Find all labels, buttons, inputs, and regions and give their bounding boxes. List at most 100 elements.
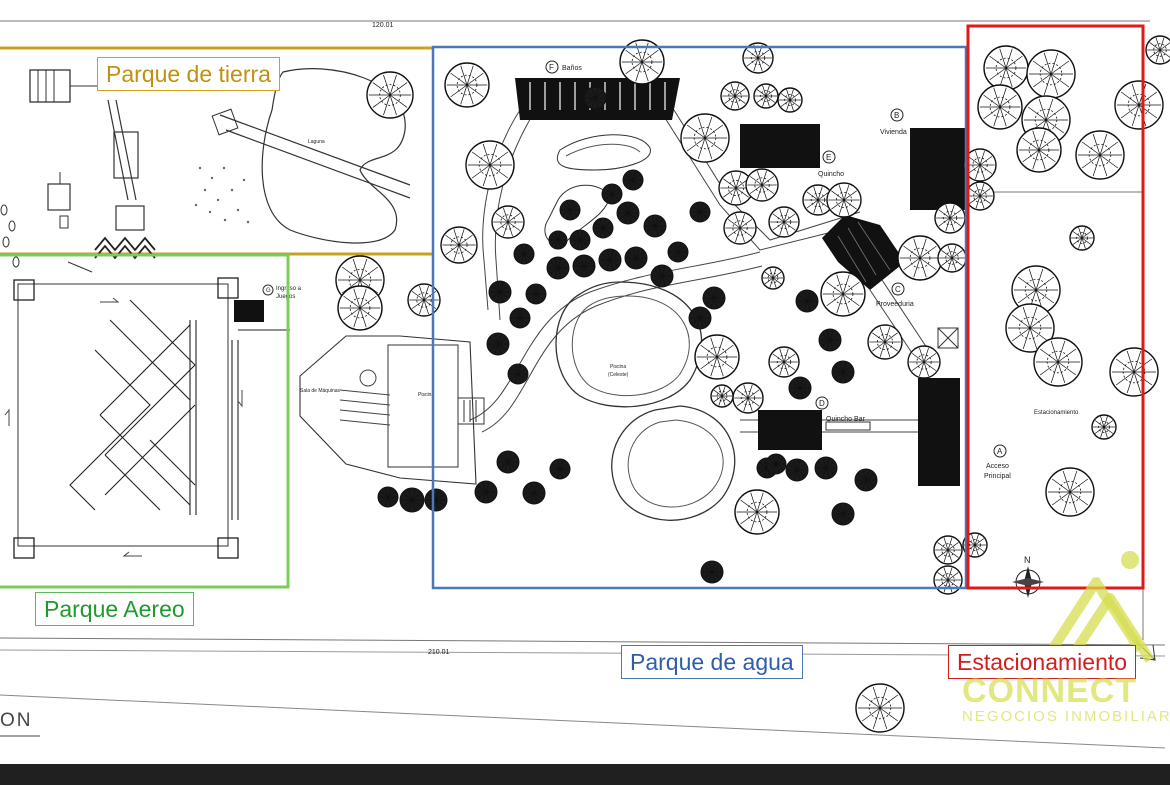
tree-symbol [1046, 350, 1070, 374]
tree-branch [836, 293, 844, 314]
tree-branch [651, 225, 656, 236]
tree-branch [408, 489, 413, 501]
tree-branch [423, 285, 429, 301]
tree-branch [913, 257, 921, 278]
tree-branch [635, 61, 643, 82]
bottom-bar [0, 764, 1170, 785]
proveeduria-building [822, 215, 905, 290]
tree-branch [974, 544, 979, 556]
tree-branch [520, 253, 525, 263]
tree-branch [627, 251, 637, 259]
letter-b-label: B [894, 111, 899, 120]
parking-drawing: A Acceso Principal Estacionamiento N [968, 191, 1156, 661]
tree-branch [466, 72, 484, 86]
tree-branch [806, 291, 811, 302]
tree-branch [713, 291, 723, 299]
tree-branch [1035, 289, 1055, 304]
tree-branch [583, 259, 593, 267]
tree-branch [1050, 340, 1059, 363]
tree-branch [624, 203, 629, 214]
tree-branch [803, 300, 808, 311]
tree-branch [839, 504, 844, 515]
tree-branch [516, 248, 525, 255]
tree-branch [1094, 420, 1105, 428]
tree-branch [692, 206, 701, 213]
tree-branch [402, 493, 413, 501]
tree-branch [862, 479, 867, 490]
tree-branch [768, 458, 777, 465]
tree-branch [842, 371, 852, 379]
tree-branch [937, 542, 949, 551]
tree-branch [843, 190, 857, 201]
tree-branch [937, 579, 949, 588]
tree-branch [517, 368, 526, 375]
tree-branch [559, 460, 564, 470]
tree-branch [482, 491, 487, 502]
tree-branch [466, 84, 484, 98]
tree-branch [713, 297, 718, 308]
tree-branch [692, 211, 701, 218]
tree-branch [485, 485, 495, 493]
tree-branch [575, 265, 585, 273]
tree-branch [619, 206, 629, 214]
tree-branch [713, 297, 723, 305]
tree-branch [482, 143, 491, 166]
tree-branch [1051, 491, 1071, 506]
tree-symbol [916, 354, 932, 370]
tree-branch [1149, 42, 1161, 51]
tree-branch [1038, 137, 1056, 151]
tree-branch [834, 365, 844, 373]
tree-branch [710, 337, 718, 358]
tree-branch [1038, 98, 1047, 121]
tree-branch [1022, 306, 1031, 329]
tree-branch [504, 461, 509, 472]
tree-symbol [1122, 360, 1146, 384]
tree-branch [535, 285, 540, 295]
connect-logo [1047, 551, 1155, 663]
tree-branch [947, 537, 953, 551]
tree-branch [477, 491, 487, 499]
tree-branch [661, 275, 666, 286]
tree-branch [557, 267, 567, 275]
tree-branch [1045, 119, 1065, 134]
tree-branch [775, 455, 780, 465]
tree-branch [789, 99, 800, 107]
tree-symbol [989, 96, 1011, 118]
tree-branch [1103, 416, 1108, 428]
tree-branch [1081, 227, 1086, 239]
dimension-top-label: 120.01 [372, 22, 394, 29]
quincho-bar-building [758, 410, 822, 450]
tree-branch [839, 513, 844, 524]
tree-branch [477, 485, 487, 493]
tree-symbol [746, 501, 768, 523]
tree-branch [661, 275, 671, 283]
tree-symbol [941, 543, 955, 557]
tree-branch [705, 297, 715, 305]
tree-branch [999, 106, 1017, 120]
tree-branch [979, 188, 991, 197]
tree-branch [533, 483, 538, 494]
tree-branch [549, 261, 559, 269]
tree-symbol [1024, 278, 1048, 302]
tree-branch [686, 137, 706, 152]
tree-branch [619, 212, 629, 220]
tree-symbol [810, 192, 826, 208]
tree-branch [941, 250, 953, 259]
tree-branch [724, 88, 736, 97]
tree-branch [969, 188, 981, 197]
tree-branch [460, 65, 468, 86]
lagoon-label: Laguna [308, 139, 325, 145]
tree-branch [796, 378, 801, 389]
tree-branch [554, 258, 559, 269]
tree-branch [1017, 289, 1037, 304]
tree-branch [696, 308, 701, 319]
tree-branch [999, 48, 1007, 69]
tree-branch [627, 257, 637, 265]
tree-branch [520, 245, 525, 255]
tree-branch [1078, 237, 1083, 249]
tree-branch [611, 188, 620, 195]
tree-branch [762, 85, 767, 97]
tree-branch [646, 225, 656, 233]
north-arrow: N [1012, 555, 1044, 598]
tree-branch [517, 373, 526, 380]
